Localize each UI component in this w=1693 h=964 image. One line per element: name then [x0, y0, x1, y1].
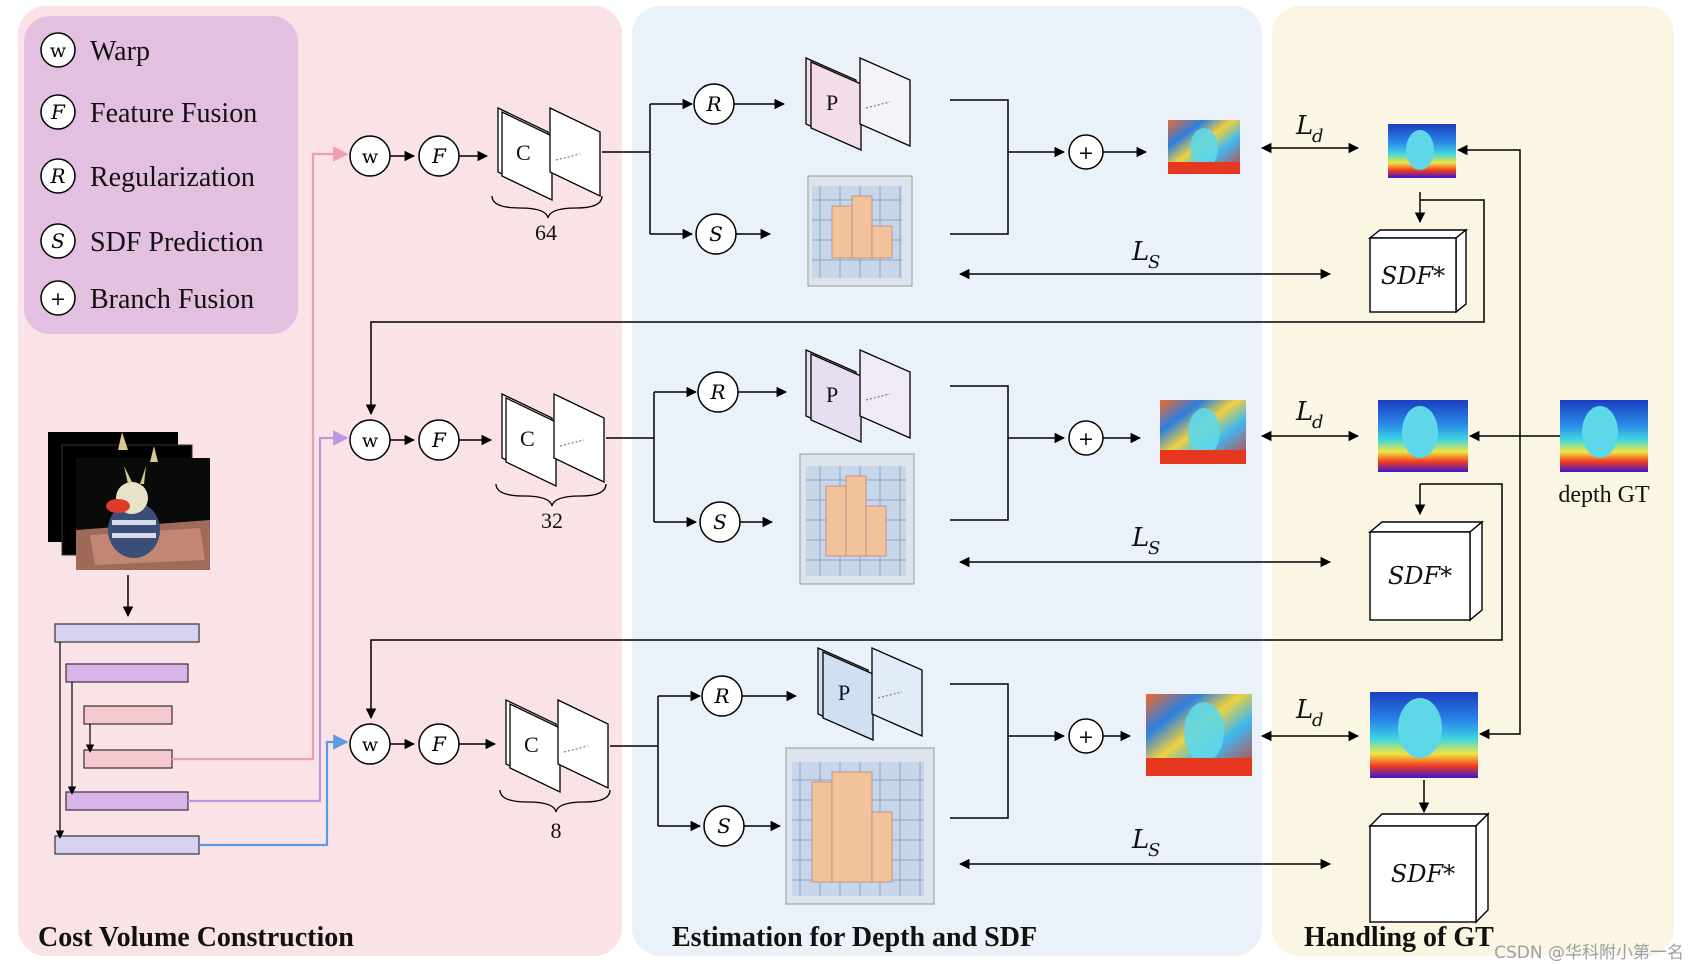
svg-text:F: F	[431, 144, 447, 168]
svg-text:C: C	[520, 426, 535, 451]
svg-text:S: S	[51, 229, 65, 253]
svg-text:Feature Fusion: Feature Fusion	[90, 98, 257, 129]
svg-text:+: +	[1078, 142, 1094, 164]
svg-text:F: F	[431, 428, 447, 452]
svg-text:L: L	[1295, 111, 1313, 141]
svg-text:F: F	[50, 100, 66, 124]
purple-feature-arrow	[188, 430, 349, 803]
svg-text:d: d	[1312, 412, 1324, 433]
gt-title: Handling of GT	[1304, 922, 1494, 953]
svg-text:R: R	[713, 684, 729, 708]
feature-pyramid	[54, 623, 200, 855]
sdf-voxel-volume	[785, 747, 935, 905]
svg-text:F: F	[431, 732, 447, 756]
svg-text:C: C	[516, 140, 531, 165]
stage-2: w F C 32 R S P	[349, 349, 1503, 720]
cost-volume-title: Cost Volume Construction	[38, 922, 354, 953]
svg-text:L: L	[1295, 397, 1313, 427]
svg-text:32: 32	[541, 508, 563, 533]
legend-item-branch-fusion: + Branch Fusion	[40, 280, 254, 316]
legend-item-feature-fusion: F Feature Fusion	[40, 94, 257, 130]
svg-text:d: d	[1312, 710, 1324, 731]
svg-text:SDF*: SDF*	[1388, 562, 1452, 590]
svg-text:d: d	[1312, 126, 1324, 147]
stage-1: w F C 64 R S P	[349, 57, 1485, 416]
sdf-voxel-volume	[799, 453, 915, 585]
sdf-gt-box: SDF*	[1368, 812, 1490, 924]
svg-text:S: S	[717, 814, 731, 838]
svg-text:SDF Prediction: SDF Prediction	[90, 227, 263, 258]
watermark: CSDN @华科附小第一名	[1494, 943, 1684, 963]
svg-text:P: P	[826, 90, 838, 115]
svg-text:w: w	[362, 430, 379, 452]
svg-text:P: P	[838, 680, 850, 705]
svg-text:S: S	[713, 510, 727, 534]
svg-text:S: S	[1148, 252, 1160, 273]
svg-text:+: +	[50, 288, 66, 310]
sdf-gt-box: SDF*	[1368, 520, 1484, 622]
sdf-voxel-volume	[807, 175, 913, 287]
svg-text:64: 64	[535, 220, 557, 245]
svg-text:Warp: Warp	[90, 36, 150, 67]
svg-text:R: R	[705, 92, 721, 116]
pink-feature-arrow	[172, 146, 349, 761]
svg-text:R: R	[49, 164, 65, 188]
svg-text:SDF*: SDF*	[1381, 262, 1445, 290]
svg-text:P: P	[826, 382, 838, 407]
svg-text:+: +	[1078, 726, 1094, 748]
legend-item-sdf-prediction: S SDF Prediction	[40, 223, 263, 259]
legend-item-regularization: R Regularization	[40, 158, 255, 194]
legend-box	[24, 16, 298, 334]
svg-text:L: L	[1131, 523, 1149, 553]
svg-text:+: +	[1078, 428, 1094, 450]
svg-text:R: R	[709, 380, 725, 404]
estimation-panel	[632, 6, 1262, 956]
svg-text:L: L	[1131, 825, 1149, 855]
stage-3: w F C 8 R S P	[349, 647, 1490, 924]
svg-text:8: 8	[551, 818, 562, 843]
svg-text:S: S	[1148, 840, 1160, 861]
blue-feature-arrow	[199, 734, 349, 847]
svg-text:SDF*: SDF*	[1391, 860, 1455, 888]
svg-text:Regularization: Regularization	[90, 162, 255, 193]
svg-text:L: L	[1131, 237, 1149, 267]
depth-gt-source: depth GT	[1456, 144, 1650, 740]
svg-text:w: w	[362, 734, 379, 756]
svg-text:C: C	[524, 732, 539, 757]
legend-item-warp: w Warp	[40, 32, 150, 68]
svg-text:S: S	[1148, 538, 1160, 559]
svg-text:w: w	[362, 146, 379, 168]
sdf-gt-box: SDF*	[1368, 228, 1468, 314]
svg-text:Branch Fusion: Branch Fusion	[90, 284, 254, 315]
input-image-stack	[48, 432, 210, 570]
svg-text:w: w	[50, 40, 67, 62]
svg-text:S: S	[709, 222, 723, 246]
svg-text:L: L	[1295, 695, 1313, 725]
estimation-title: Estimation for Depth and SDF	[672, 922, 1037, 953]
depth-gt-label: depth GT	[1558, 482, 1650, 508]
